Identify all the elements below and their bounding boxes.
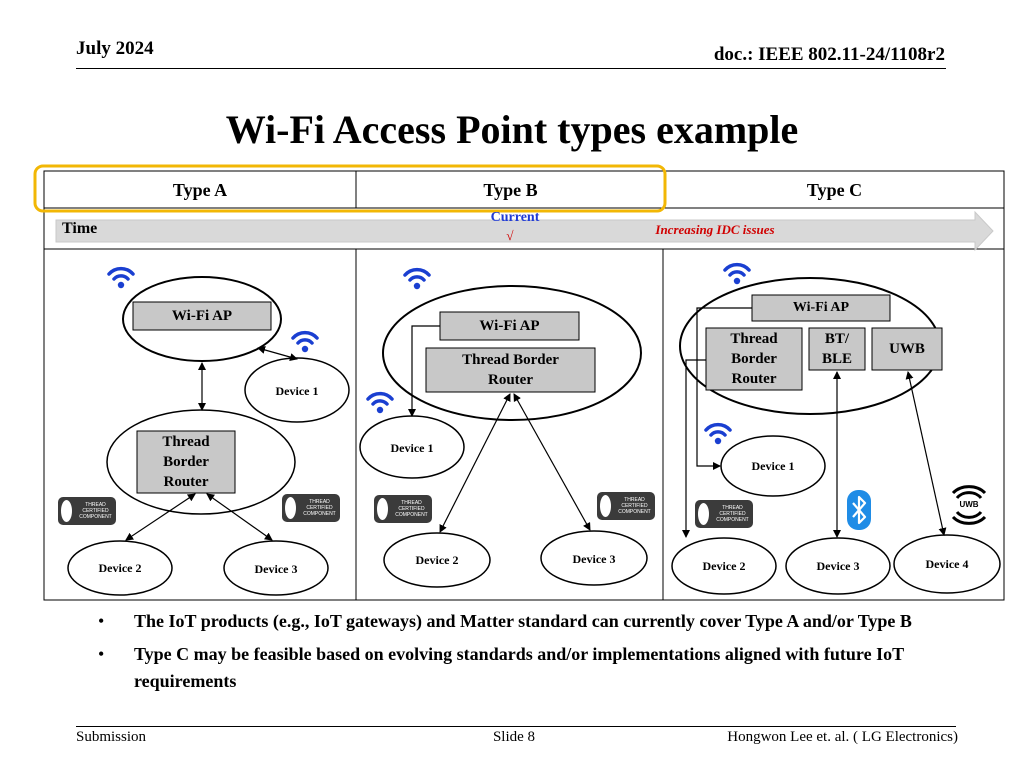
type-b-diagram — [359, 267, 648, 588]
slide-title: Wi-Fi Access Point types example — [225, 107, 799, 152]
idc-issues-label: Increasing IDC issues — [655, 222, 775, 237]
type-a-diagram — [67, 266, 350, 596]
type-c-device-4: Device 4 — [925, 556, 969, 571]
type-c-thread-border-router-box: Thread Border Router — [730, 331, 778, 387]
bullet-text: Type C may be feasible based on evolving… — [134, 644, 904, 691]
type-a-device-2: Device 2 — [98, 560, 142, 575]
thread-certified-badge: THREAD CERTIFIED COMPONENT — [282, 494, 340, 522]
bullet-list: •The IoT products (e.g., IoT gateways) a… — [98, 608, 928, 701]
type-c-diagram — [671, 262, 1001, 595]
type-b-wifi-ap-box: Wi-Fi AP — [479, 318, 540, 334]
footer-slide-number: Slide 8 — [492, 729, 536, 745]
header-doc-id: doc.: IEEE 802.11-24/1108r2 — [713, 44, 945, 65]
column-header-type-b: Type B — [483, 179, 538, 200]
type-c-device-1: Device 1 — [751, 458, 795, 473]
bullet-item: •Type C may be feasible based on evolvin… — [98, 644, 904, 691]
type-a-thread-border-router-box: Thread Border Router — [162, 434, 210, 490]
type-c-wifi-ap-box: Wi-Fi AP — [792, 300, 850, 315]
wifi-icon — [723, 262, 751, 286]
type-a-device-3: Device 3 — [254, 561, 298, 576]
thread-certified-badge: THREAD CERTIFIED COMPONENT — [374, 495, 432, 523]
header-date: July 2024 — [76, 38, 154, 59]
type-c-device-3: Device 3 — [816, 558, 860, 573]
type-b-device-3: Device 3 — [572, 551, 616, 566]
current-label: Current — [490, 210, 540, 225]
bluetooth-icon — [847, 490, 871, 530]
header-divider — [76, 68, 946, 69]
wifi-icon — [291, 330, 319, 354]
footer-author: Hongwon Lee et. al. ( LG Electronics) — [727, 729, 958, 745]
type-a-wifi-ap-box: Wi-Fi AP — [171, 308, 233, 324]
bullet-text: The IoT products (e.g., IoT gateways) an… — [134, 611, 912, 631]
uwb-icon-label: UWB — [959, 500, 979, 509]
type-a-device-1: Device 1 — [275, 383, 319, 398]
thread-certified-badge: THREAD CERTIFIED COMPONENT — [597, 492, 655, 520]
thread-certified-badge: THREAD CERTIFIED COMPONENT — [695, 500, 753, 528]
type-b-device-1: Device 1 — [390, 440, 434, 455]
current-highlight — [33, 164, 667, 213]
footer-divider — [76, 726, 956, 727]
type-c-bt-ble-box: BT/ BLE — [821, 331, 852, 367]
wifi-icon — [704, 422, 732, 446]
wifi-icon — [366, 391, 394, 415]
thread-certified-badge: THREAD CERTIFIED COMPONENT — [58, 497, 116, 525]
column-header-type-a: Type A — [172, 179, 228, 200]
current-check-mark: √ — [506, 228, 514, 243]
time-label: Time — [62, 220, 98, 237]
wifi-icon — [107, 266, 135, 290]
type-b-device-2: Device 2 — [415, 552, 459, 567]
timeline-arrow — [55, 210, 994, 252]
type-b-thread-border-router-box: Thread Border Router — [462, 352, 559, 388]
uwb-icon — [951, 485, 987, 525]
type-c-uwb-box: UWB — [889, 341, 925, 357]
type-c-device-2: Device 2 — [702, 558, 746, 573]
bullet-item: •The IoT products (e.g., IoT gateways) a… — [98, 611, 912, 631]
wifi-icon — [403, 267, 431, 291]
footer-submission: Submission — [76, 729, 147, 745]
column-header-type-c: Type C — [806, 179, 863, 200]
